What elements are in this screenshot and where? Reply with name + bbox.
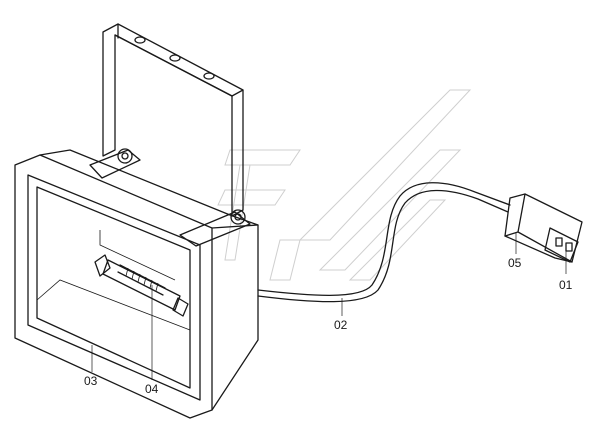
callout-04: 04	[145, 382, 159, 396]
callout-01: 01	[559, 278, 573, 292]
callout-03: 03	[84, 374, 98, 388]
power-cable	[257, 182, 511, 303]
plug-pins	[555, 237, 573, 252]
cable-plug	[504, 193, 583, 263]
housing	[14, 149, 259, 419]
halogen-lamp	[94, 254, 189, 317]
callout-leaders	[91, 232, 567, 380]
pivot-bolts	[89, 148, 251, 247]
callout-05: 05	[508, 256, 522, 270]
mounting-bracket	[102, 23, 244, 217]
watermark-logo	[217, 89, 472, 281]
callout-02: 02	[334, 318, 348, 332]
